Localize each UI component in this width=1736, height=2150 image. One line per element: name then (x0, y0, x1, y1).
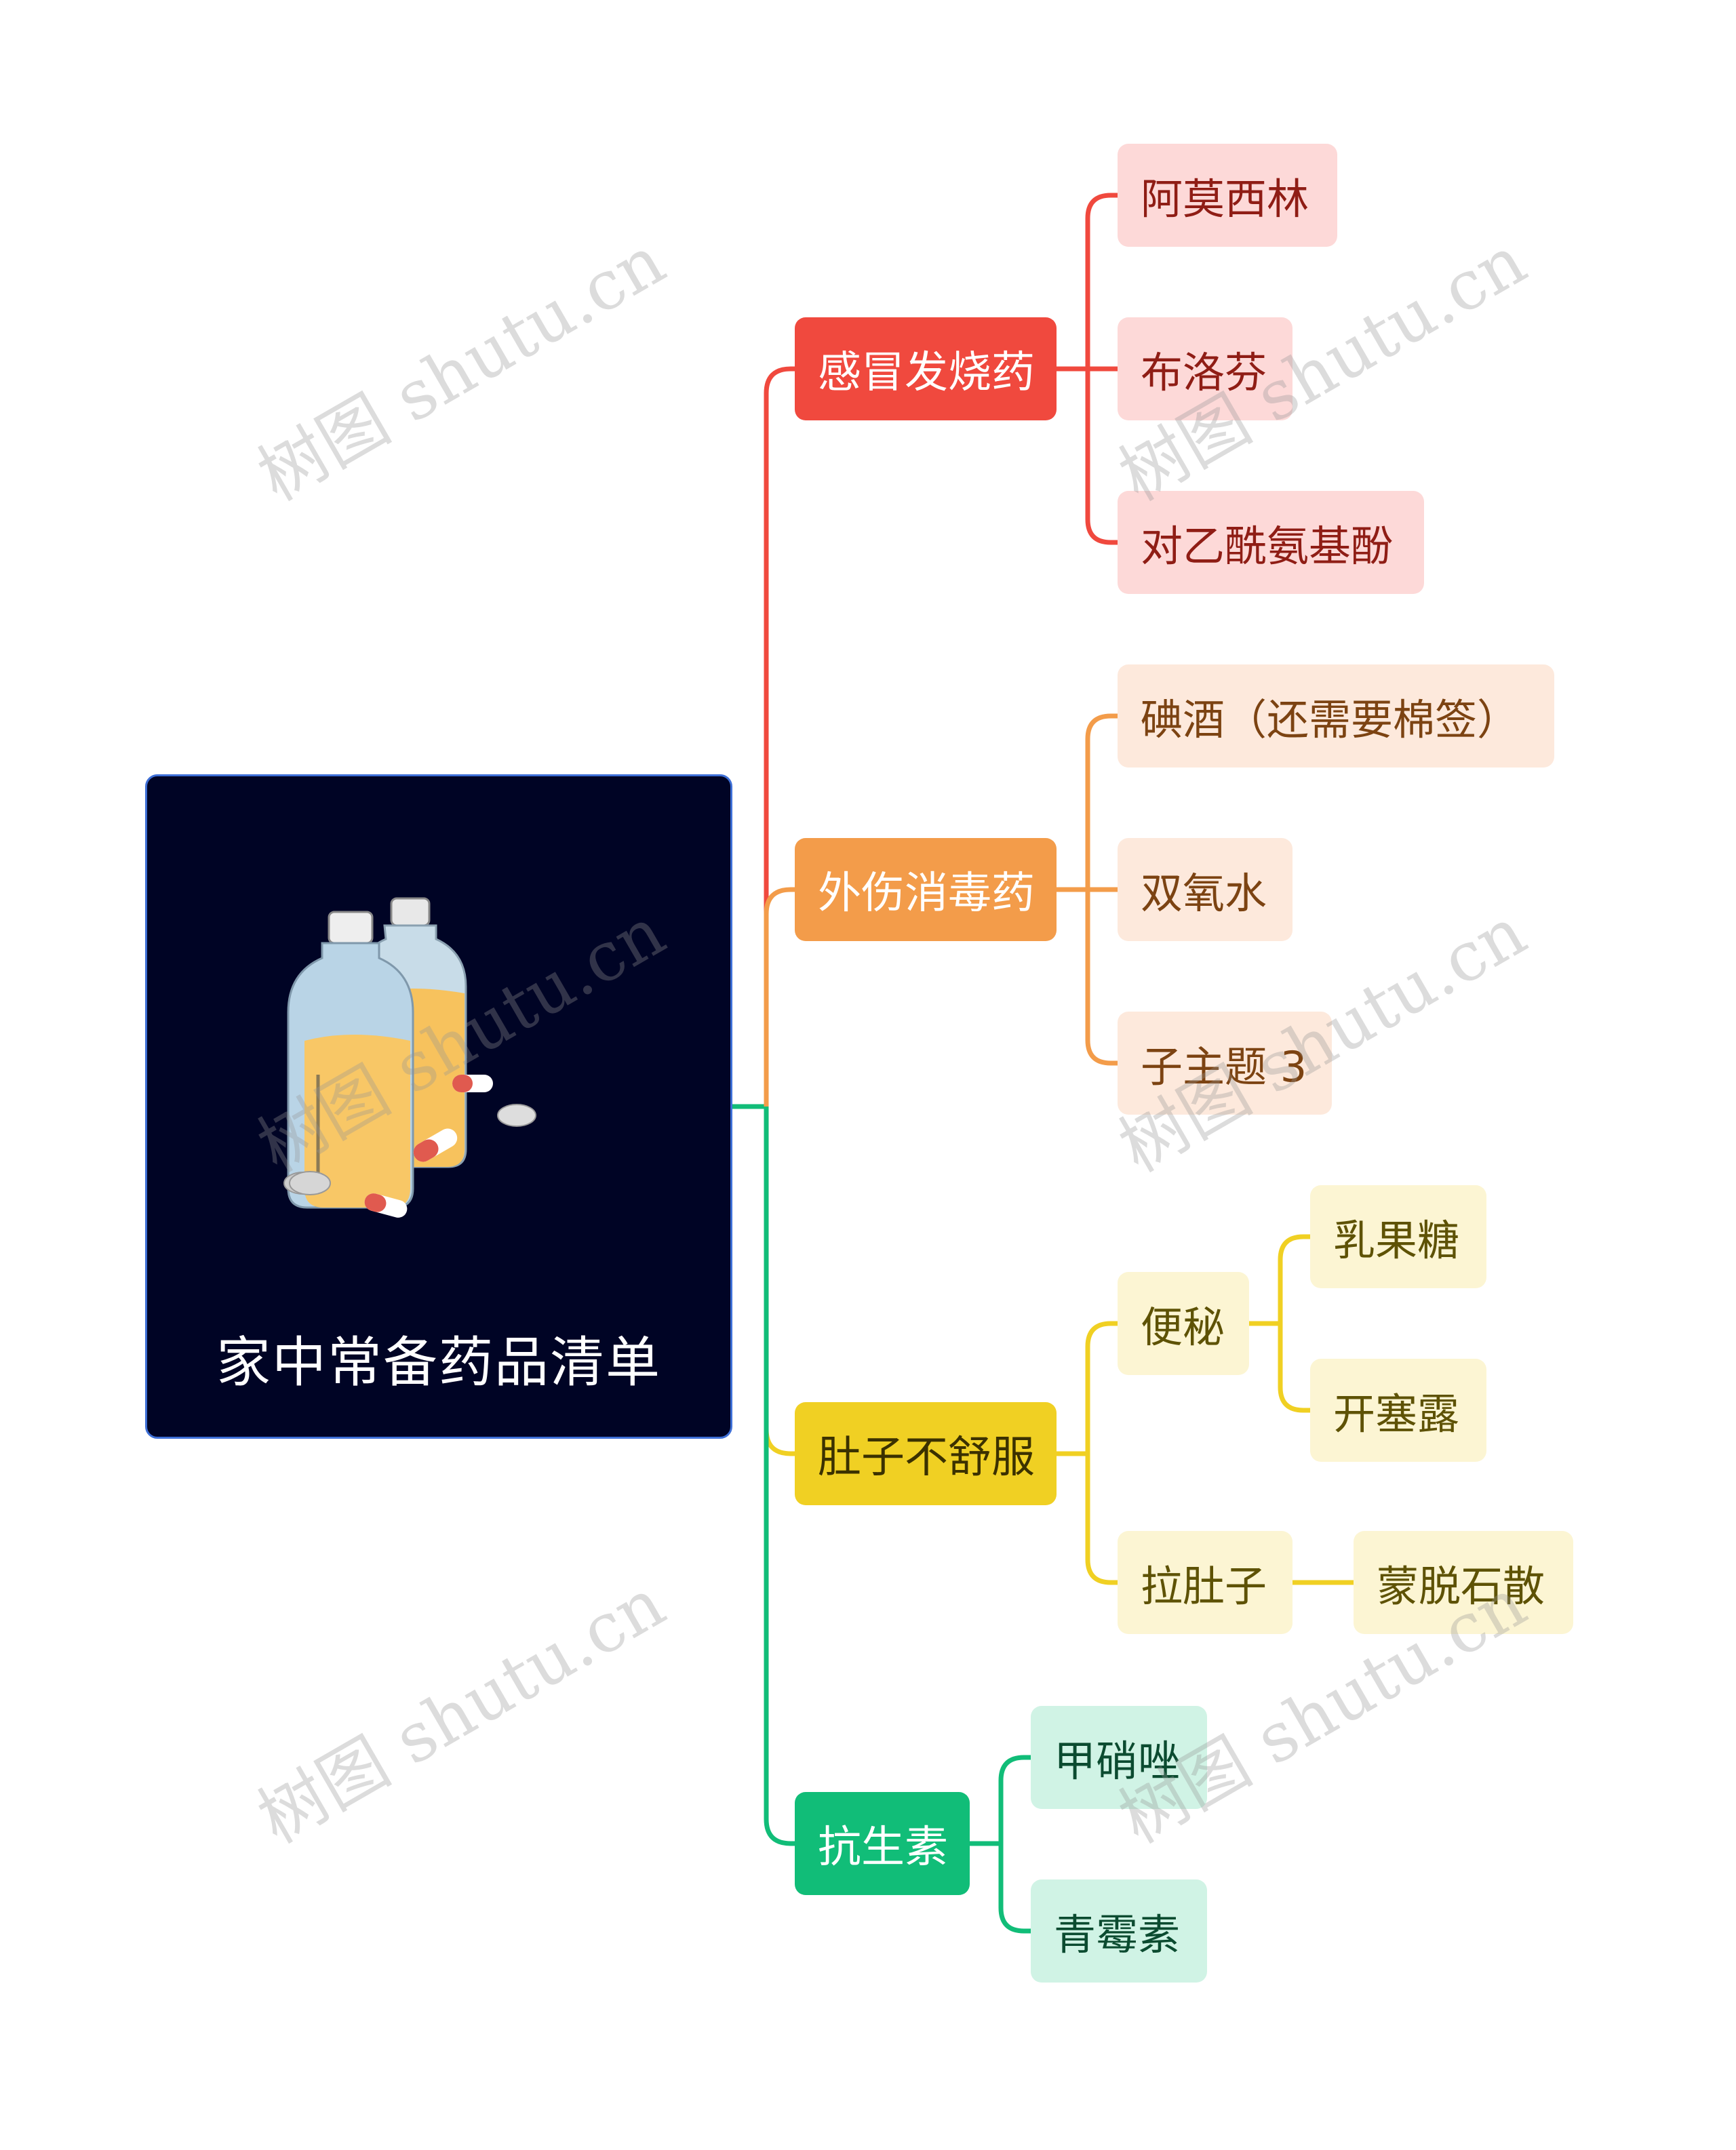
leaf-constipation[interactable]: 便秘 (1118, 1272, 1249, 1375)
branch-antibiotics[interactable]: 抗生素 (795, 1792, 970, 1895)
leaf-iodine[interactable]: 碘酒（还需要棉签） (1118, 664, 1554, 768)
leaf-lactulose[interactable]: 乳果糖 (1310, 1185, 1486, 1288)
leaf-amoxicillin[interactable]: 阿莫西林 (1118, 144, 1337, 247)
leaf-subtopic-3[interactable]: 子主题 3 (1118, 1012, 1332, 1115)
leaf-penicillin[interactable]: 青霉素 (1031, 1879, 1207, 1983)
medicine-bottles-icon (283, 878, 568, 1231)
leaf-diarrhea[interactable]: 拉肚子 (1118, 1531, 1293, 1634)
branch-wound-disinfectant[interactable]: 外伤消毒药 (795, 838, 1057, 941)
leaf-glycerin-enema[interactable]: 开塞露 (1310, 1359, 1486, 1462)
branch-stomach-upset[interactable]: 肚子不舒服 (795, 1402, 1057, 1505)
leaf-paracetamol[interactable]: 对乙酰氨基酚 (1118, 491, 1424, 594)
leaf-metronidazole[interactable]: 甲硝唑 (1031, 1706, 1207, 1809)
root-node[interactable]: 家中常备药品清单 (145, 774, 732, 1439)
leaf-hydrogen-peroxide[interactable]: 双氧水 (1118, 838, 1293, 941)
leaf-ibuprofen[interactable]: 布洛芬 (1118, 317, 1293, 420)
branch-cold-fever[interactable]: 感冒发烧药 (795, 317, 1057, 420)
root-title: 家中常备药品清单 (147, 1319, 730, 1397)
leaf-smectite[interactable]: 蒙脱石散 (1354, 1531, 1573, 1634)
